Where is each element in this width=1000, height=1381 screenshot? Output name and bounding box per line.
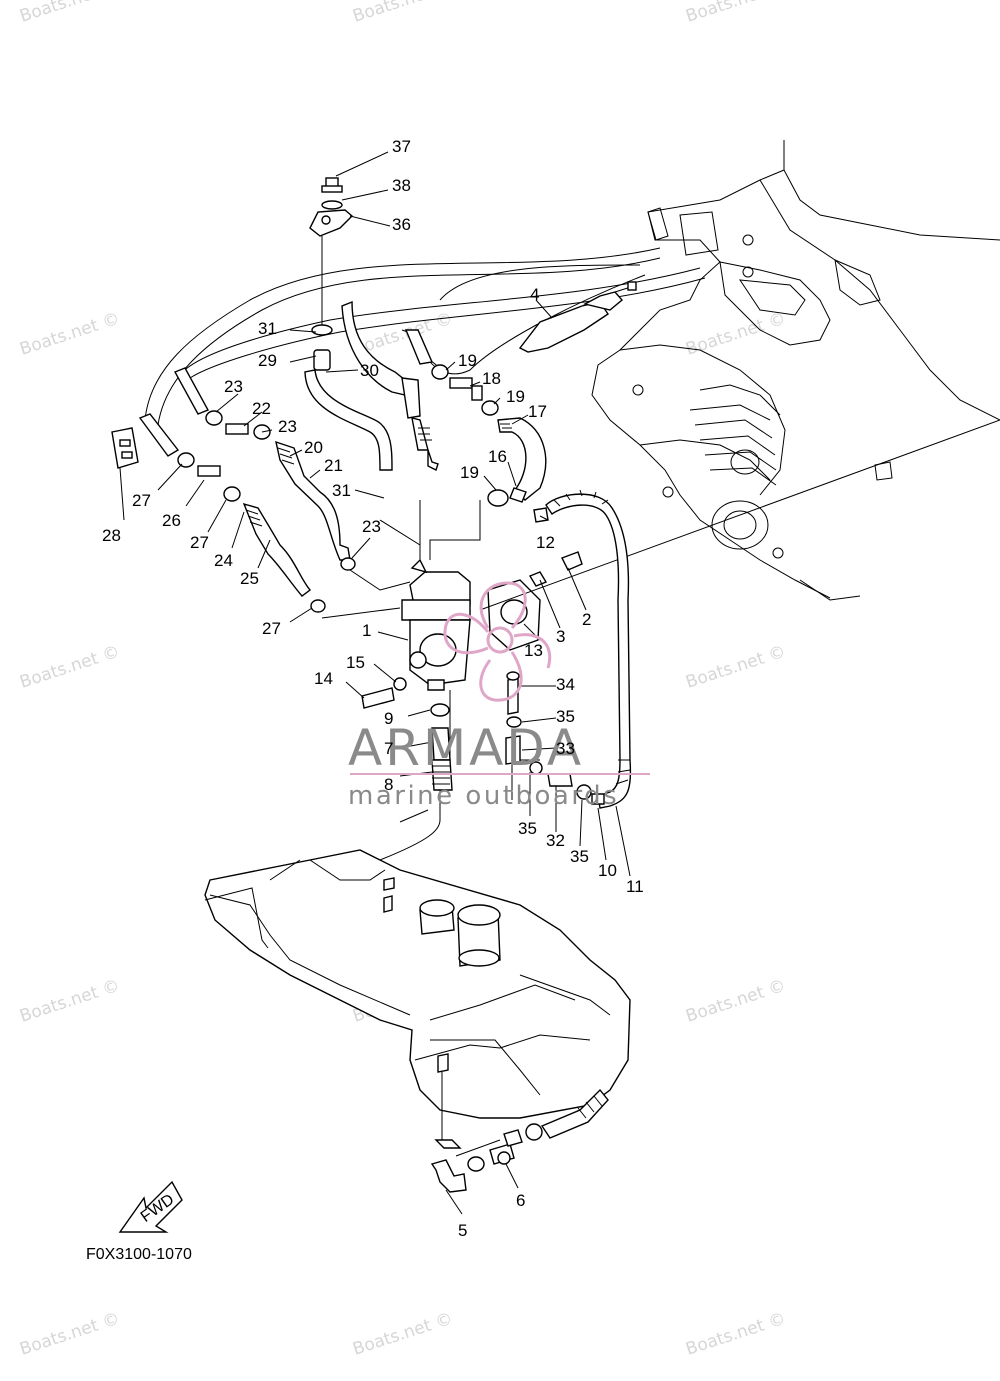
part-number-label: 35 xyxy=(570,847,589,866)
part-number-label: 4 xyxy=(530,285,539,304)
part-number-label: 7 xyxy=(384,739,393,758)
part-number-label: 10 xyxy=(598,861,617,880)
watermark: Boats.net © xyxy=(683,642,788,693)
part-number-label: 31 xyxy=(258,319,277,338)
part-number-label: 34 xyxy=(556,675,575,694)
part-number-label: 19 xyxy=(506,387,525,406)
part-number-label: 1 xyxy=(362,621,371,640)
lower-fittings xyxy=(399,671,605,823)
part-number-label: 28 xyxy=(102,526,121,545)
watermark: Boats.net © xyxy=(17,0,122,27)
brand-logo-icon xyxy=(443,581,552,702)
part-number-label: 22 xyxy=(252,399,271,418)
watermark: Boats.net © xyxy=(17,976,122,1027)
leader-lines xyxy=(119,151,631,1215)
part-number-label: 19 xyxy=(458,351,477,370)
part-number-label: 29 xyxy=(258,351,277,370)
part-number-label: 26 xyxy=(162,511,181,530)
diagram-code: F0X3100-1070 xyxy=(86,1246,192,1263)
tank-fittings xyxy=(430,1129,523,1193)
part-number-label: 30 xyxy=(360,361,379,380)
watermark: Boats.net © xyxy=(17,642,122,693)
part-number-label: 17 xyxy=(528,402,547,421)
filter-bracket xyxy=(304,177,393,471)
part-number-label: 27 xyxy=(262,619,281,638)
fuel-tank xyxy=(204,849,631,1141)
watermark: Boats.net © xyxy=(683,0,788,27)
connectors-upper xyxy=(431,364,547,507)
watermark: Boats.net © xyxy=(17,309,122,360)
brand-overlay: ARMADA marine outboards xyxy=(348,581,650,811)
part-number-label: 20 xyxy=(304,438,323,457)
watermark: Boats.net © xyxy=(350,1309,455,1360)
part-number-label: 33 xyxy=(556,739,575,758)
watermark: Boats.net © xyxy=(683,1309,788,1360)
connectors-left xyxy=(111,367,411,619)
watermark: Boats.net © xyxy=(683,309,788,360)
watermark: Boats.net © xyxy=(17,1309,122,1360)
part-number-label: 8 xyxy=(384,775,393,794)
part-number-label: 21 xyxy=(324,456,343,475)
brand-tagline: marine outboards xyxy=(348,781,619,811)
watermark: Boats.net © xyxy=(350,0,455,27)
part-number-label: 19 xyxy=(460,463,479,482)
engine-block xyxy=(591,140,1000,601)
fwd-arrow-icon: FWD xyxy=(118,1180,183,1233)
part-number-label: 27 xyxy=(190,533,209,552)
part-number-label: 23 xyxy=(362,517,381,536)
part-number-label: 18 xyxy=(482,369,501,388)
part-number-label: 36 xyxy=(392,215,411,234)
brand-name: ARMADA xyxy=(348,719,584,777)
part-number-label: 23 xyxy=(224,377,243,396)
part-labels: 1234567891011121314151617181919192021222… xyxy=(102,137,644,1240)
part-number-label: 11 xyxy=(626,877,644,896)
fuel-pump xyxy=(361,500,481,861)
part-number-label: 32 xyxy=(546,831,565,850)
part-number-label: 2 xyxy=(582,610,591,629)
part-number-label: 12 xyxy=(536,533,555,552)
part-number-label: 5 xyxy=(458,1221,467,1240)
part-number-label: 9 xyxy=(384,709,393,728)
part-number-label: 13 xyxy=(524,641,543,660)
part-number-label: 35 xyxy=(518,819,537,838)
part-number-label: 31 xyxy=(332,481,351,500)
part-number-label: 25 xyxy=(240,569,259,588)
part-number-label: 38 xyxy=(392,176,411,195)
part-number-label: 6 xyxy=(516,1191,525,1210)
part-number-label: 37 xyxy=(392,137,411,156)
part-number-label: 3 xyxy=(556,627,565,646)
part-number-label: 16 xyxy=(488,447,507,466)
watermark: Boats.net © xyxy=(683,976,788,1027)
part-number-label: 14 xyxy=(314,669,333,688)
part-number-label: 23 xyxy=(278,417,297,436)
fuel-filter xyxy=(341,281,637,471)
part-number-label: 15 xyxy=(346,653,365,672)
part-number-label: 35 xyxy=(556,707,575,726)
part-number-label: 27 xyxy=(132,491,151,510)
part-number-label: 24 xyxy=(214,551,233,570)
